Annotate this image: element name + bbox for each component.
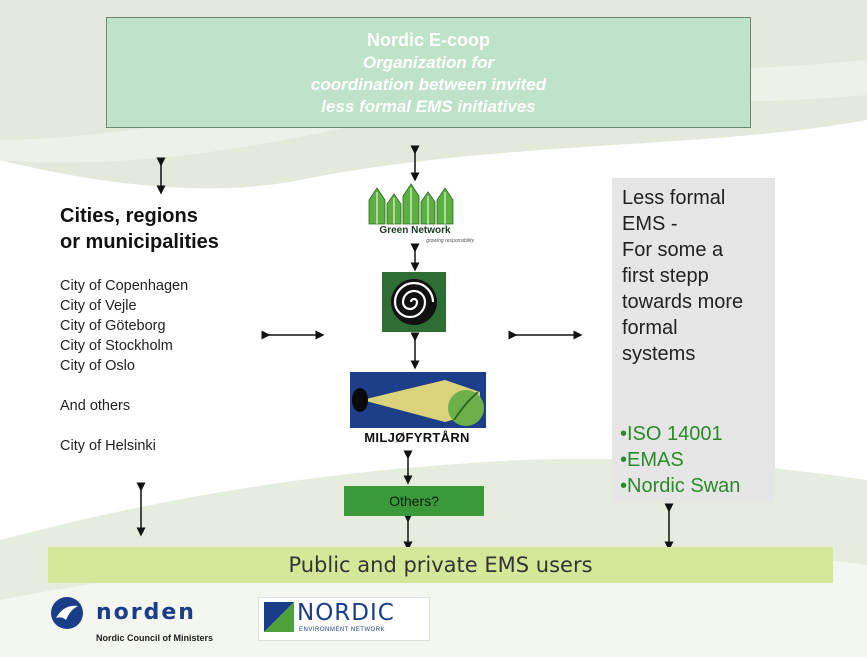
city-others: And others [60, 398, 131, 414]
city-item: City of Copenhagen [60, 278, 189, 294]
ems-line: first stepp [622, 265, 709, 287]
city-item: City of Vejle [60, 298, 137, 314]
coordination-line-1: Organization for [362, 53, 495, 72]
city-item: City of Stockholm [60, 338, 173, 354]
ems-line: towards more [622, 291, 744, 313]
standard-item: •Nordic Swan [620, 475, 741, 497]
nordic-council-label: Nordic Council of Ministers [96, 633, 214, 643]
ems-line: systems [622, 343, 696, 365]
others-box: Others? [344, 486, 484, 516]
formal-standards-list: •ISO 14001 •EMAS •Nordic Swan [620, 421, 740, 499]
green-network-label: Green Network [379, 225, 451, 236]
green-network-logo [368, 183, 454, 225]
nen-wordmark: NORDIC [297, 600, 395, 626]
cities-heading-line-2: or municipalities [60, 231, 219, 253]
less-formal-ems-panel [612, 178, 775, 503]
standard-item: •ISO 14001 [620, 423, 723, 445]
green-network-tagline: growing responsibility [426, 238, 474, 244]
ems-line: EMS - [622, 213, 678, 235]
norden-wordmark: norden [96, 600, 196, 625]
standard-item: •EMAS [620, 449, 684, 471]
spiral-logo [382, 272, 446, 332]
miljofyrtarn-logo [350, 372, 486, 428]
coordination-line-3: less formal EMS initiatives [321, 97, 536, 116]
ems-line: For some a [622, 239, 724, 261]
cities-heading-line-1: Cities, regions [60, 205, 198, 227]
city-item: City of Oslo [60, 358, 135, 374]
coordination-title: Nordic E-coop [366, 30, 490, 50]
coordination-box: Nordic E-coop Organization for coordinat… [106, 17, 751, 128]
ems-users-label: Public and private EMS users [288, 553, 593, 577]
cities-heading: Cities, regions or municipalities [60, 203, 219, 255]
ems-users-bar: Public and private EMS users [48, 547, 833, 583]
cities-list: City of Copenhagen City of Vejle City of… [60, 276, 188, 456]
nen-subtitle: ENVIRONMENT NETWORK [299, 627, 386, 633]
miljofyrtarn-label: MILJØFYRTÅRN [364, 430, 470, 445]
coordination-line-2: coordination between invited [310, 75, 547, 94]
ems-line: formal [622, 317, 678, 339]
city-item: City of Göteborg [60, 318, 166, 334]
nen-emblem-icon [264, 602, 294, 632]
city-helsinki: City of Helsinki [60, 438, 156, 454]
ems-line: Less formal [622, 187, 726, 209]
norden-swan-icon [51, 597, 83, 629]
less-formal-ems-text: Less formal EMS - For some a first stepp… [622, 185, 743, 367]
